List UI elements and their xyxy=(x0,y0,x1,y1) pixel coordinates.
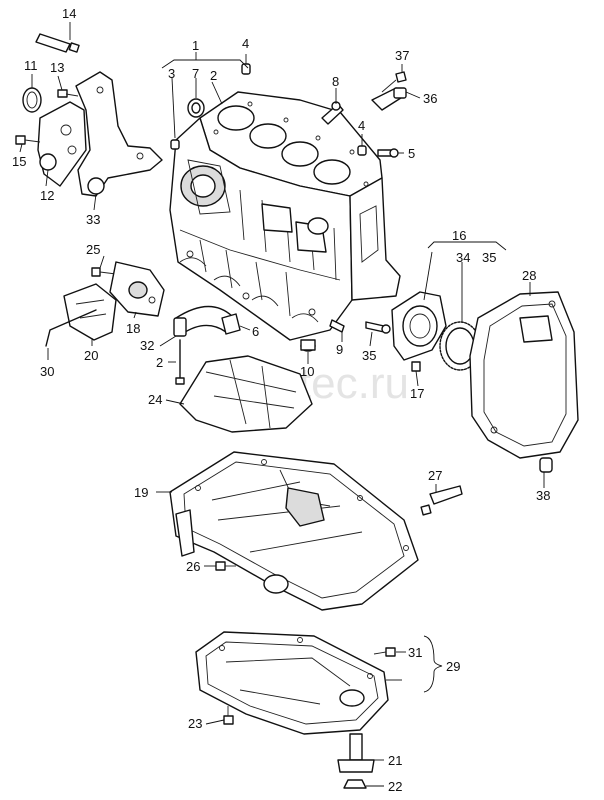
pump-18 xyxy=(109,261,165,317)
bolt-15 xyxy=(15,135,41,145)
bolt-25 xyxy=(91,267,117,277)
callout-7: 7 xyxy=(192,66,199,81)
callout-17: 17 xyxy=(410,386,424,401)
seal-flange-16 xyxy=(391,291,447,361)
callout-14: 14 xyxy=(62,6,76,21)
callout-6: 6 xyxy=(252,324,259,339)
sensor-36 xyxy=(371,87,407,111)
callout-38: 38 xyxy=(536,488,550,503)
callout-35-lower: 35 xyxy=(362,348,376,363)
callout-32: 32 xyxy=(140,338,154,353)
callout-36: 36 xyxy=(423,91,437,106)
callout-15: 15 xyxy=(12,154,26,169)
callout-3: 3 xyxy=(168,66,175,81)
upper-oil-pan xyxy=(169,451,419,611)
callout-28: 28 xyxy=(522,268,536,283)
callout-4-top: 4 xyxy=(242,36,249,51)
callout-13: 13 xyxy=(50,60,64,75)
lower-oil-pan xyxy=(195,631,389,735)
callout-10: 10 xyxy=(300,364,314,379)
bolt-2-lower xyxy=(175,339,185,385)
cylinder-block xyxy=(169,91,401,341)
callout-5: 5 xyxy=(408,146,415,161)
callout-4-right: 4 xyxy=(358,118,365,133)
seal-ring-11 xyxy=(22,87,42,113)
bolt-17 xyxy=(411,361,421,372)
cylinder-block-plug xyxy=(187,98,205,118)
oil-level-sensor-21 xyxy=(337,733,375,773)
callout-30: 30 xyxy=(40,364,54,379)
callout-8: 8 xyxy=(332,74,339,89)
callout-12: 12 xyxy=(40,188,54,203)
leader-lines xyxy=(19,22,545,787)
callout-35-top: 35 xyxy=(482,250,496,265)
callout-34: 34 xyxy=(456,250,470,265)
callout-9: 9 xyxy=(336,342,343,357)
callout-19: 19 xyxy=(134,485,148,500)
cover-housing-33 xyxy=(75,71,163,197)
rod-30 xyxy=(45,309,97,347)
bolt-13 xyxy=(57,89,79,98)
sealant-tube-14 xyxy=(35,33,80,53)
callout-25: 25 xyxy=(86,242,100,257)
plug-right xyxy=(357,145,367,156)
callout-26: 26 xyxy=(186,559,200,574)
callout-24: 24 xyxy=(148,392,162,407)
callout-1: 1 xyxy=(192,38,199,53)
callout-2-top: 2 xyxy=(210,68,217,83)
callout-37: 37 xyxy=(395,48,409,63)
valve-6 xyxy=(221,313,241,335)
bolt-23 xyxy=(223,706,234,725)
sleeve-10 xyxy=(300,339,316,352)
callout-2-lower: 2 xyxy=(156,355,163,370)
sealant-tube-27 xyxy=(420,485,463,516)
bolt-31 xyxy=(373,647,396,657)
bolt-37 xyxy=(381,71,407,93)
callout-29: 29 xyxy=(446,659,460,674)
bracket-12 xyxy=(37,101,87,187)
callout-27: 27 xyxy=(428,468,442,483)
gasket-28 xyxy=(469,291,579,459)
callout-31: 31 xyxy=(408,645,422,660)
callout-23: 23 xyxy=(188,716,202,731)
baffle-24 xyxy=(179,355,313,433)
sleeve-38 xyxy=(539,457,553,473)
callout-22: 22 xyxy=(388,779,402,794)
pin-9 xyxy=(329,319,345,333)
callout-18: 18 xyxy=(126,321,140,336)
callout-33: 33 xyxy=(86,212,100,227)
callout-21: 21 xyxy=(388,753,402,768)
callout-labels: 1 3 7 2 4 8 37 36 4 5 14 11 13 15 12 33 … xyxy=(12,6,550,794)
oil-spray-jet xyxy=(321,101,344,125)
drain-plug-22 xyxy=(343,779,367,789)
callout-11: 11 xyxy=(24,58,38,73)
dowel-sleeve xyxy=(170,139,180,150)
callout-20: 20 xyxy=(84,348,98,363)
callout-16: 16 xyxy=(452,228,466,243)
bolt-35 xyxy=(365,321,391,334)
bolt-5 xyxy=(377,148,399,158)
